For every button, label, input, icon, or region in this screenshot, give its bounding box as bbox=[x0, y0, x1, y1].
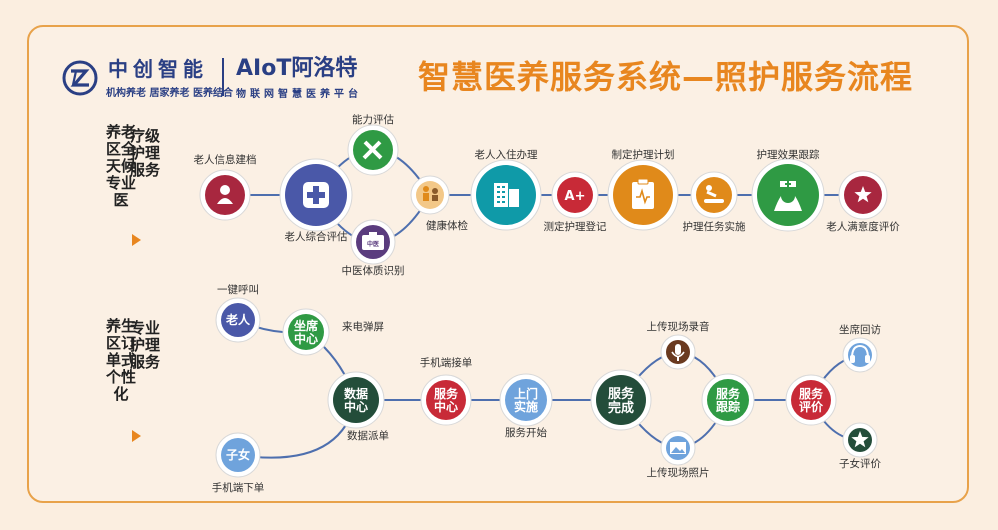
star-icon bbox=[851, 431, 869, 448]
flow1-label-n10: 护理效果跟踪 bbox=[757, 148, 820, 161]
flow2-node-m12: 坐席回访 bbox=[839, 323, 881, 373]
section1-label-col-a: 疗级护理服务 bbox=[129, 127, 160, 179]
building-icon bbox=[494, 183, 519, 207]
star-icon bbox=[854, 186, 872, 203]
flow2-label-m8: 上传现场录音 bbox=[647, 320, 710, 333]
user-icon bbox=[217, 185, 233, 204]
flow1-node-n7: A+ 测定护理登记 bbox=[544, 171, 607, 233]
flow1-label-n11: 老人满意度评价 bbox=[826, 220, 900, 233]
flow2-node-text-m5: 服务中心 bbox=[434, 386, 459, 414]
flow1-label-n6: 老人入住办理 bbox=[475, 148, 538, 161]
clipboard-icon bbox=[632, 178, 654, 209]
flow2-node-m10: 服务跟踪 bbox=[701, 373, 755, 427]
section2-label-col-a: 专业护理服务 bbox=[129, 319, 160, 371]
flow2-node-m11: 服务评价 bbox=[785, 374, 837, 426]
flow2-label-m5: 手机端接单 bbox=[420, 356, 473, 369]
flow1-label-n9: 护理任务实施 bbox=[683, 220, 746, 233]
flow1-node-n5: 健康体检 bbox=[410, 175, 468, 232]
flow2-node-m9: 上传现场照片 bbox=[647, 430, 710, 479]
flow2-label-m1: 一键呼叫 bbox=[217, 283, 259, 296]
flow2-label-m6: 服务开始 bbox=[505, 426, 547, 439]
flow1-label-n8: 制定护理计划 bbox=[612, 148, 675, 161]
flow1-node-n6: 老人入住办理 bbox=[470, 148, 542, 231]
svg-text:A+: A+ bbox=[565, 189, 586, 204]
photo-icon bbox=[670, 442, 686, 454]
flow1-node-n11: 老人满意度评价 bbox=[826, 170, 900, 233]
flow1-label-n4: 中医体质识别 bbox=[342, 264, 405, 277]
flow2-node-text-m6: 上门实施 bbox=[514, 386, 538, 414]
section1-label-col-b: 养老区全天候专业医 bbox=[105, 123, 136, 209]
flow2-node-text-m1: 老人 bbox=[226, 312, 251, 327]
flow1-node-n10: 护理效果跟踪 bbox=[751, 148, 825, 232]
flow2-node-m7: 服务完成 bbox=[590, 369, 652, 431]
flow2-label-m12: 坐席回访 bbox=[839, 323, 881, 336]
aiot-logo: AIoT阿洛特 bbox=[236, 56, 358, 81]
flow1-node-n3: 能力评估 bbox=[347, 113, 399, 176]
flow2-node-m13: 子女评价 bbox=[839, 422, 881, 470]
flow2-node-text-m2: 坐席中心 bbox=[294, 318, 318, 346]
brand-name: 中创智能 bbox=[108, 57, 208, 81]
grade-a-plus-icon: A+ bbox=[565, 189, 586, 204]
flow2-node-text-m11: 服务评价 bbox=[799, 386, 824, 414]
brand-slogan: 机构养老 居家养老 医养结合 bbox=[106, 88, 233, 99]
microphone-icon bbox=[671, 344, 685, 361]
logo-divider bbox=[222, 58, 224, 96]
nurse-icon bbox=[774, 181, 802, 211]
flow1-node-n1: 老人信息建档 bbox=[194, 153, 257, 221]
flow2-node-m2: 坐席中心 来电弹屏 bbox=[282, 308, 384, 356]
flow2-node-text-m4: 数据中心 bbox=[344, 386, 368, 414]
flow1-label-n3: 能力评估 bbox=[352, 113, 394, 126]
zhongchuang-logo-icon bbox=[62, 60, 98, 96]
flow2-node-m8: 上传现场录音 bbox=[647, 320, 710, 370]
flow1-node-n2: 老人综合评估 bbox=[279, 158, 353, 243]
pencil-ruler-icon bbox=[362, 140, 383, 160]
cpr-icon bbox=[704, 185, 724, 203]
flow2-label-m3: 手机端下单 bbox=[212, 481, 265, 494]
flow2-node-text-m3: 子女 bbox=[226, 447, 250, 462]
section1-arrow-icon bbox=[132, 234, 141, 246]
doctor-patient-icon bbox=[423, 186, 438, 201]
flow1-label-n1: 老人信息建档 bbox=[194, 153, 257, 166]
flow1-node-n8: 制定护理计划 bbox=[607, 148, 679, 231]
headset-icon bbox=[850, 344, 870, 363]
flow1-label-n5: 健康体检 bbox=[426, 219, 468, 232]
flow1-label-n2: 老人综合评估 bbox=[285, 230, 348, 243]
flow2-node-text-m7: 服务完成 bbox=[608, 386, 635, 416]
svg-text:中医: 中医 bbox=[367, 240, 379, 248]
section2-label-col-b: 养生区订单式个性化 bbox=[105, 317, 136, 403]
flow2-label-m2: 来电弹屏 bbox=[342, 320, 384, 333]
flow2-label-m9: 上传现场照片 bbox=[647, 466, 710, 479]
medical-cross-icon bbox=[303, 182, 329, 208]
tcm-kit-icon: 中医 bbox=[362, 232, 384, 250]
page-title: 智慧医养服务系统—照护服务流程 bbox=[418, 58, 914, 96]
flow2-label-m4: 数据派单 bbox=[347, 429, 389, 442]
section2-arrow-icon bbox=[132, 430, 141, 442]
flow2-node-text-m10: 服务跟踪 bbox=[716, 386, 741, 414]
flow2-label-m13: 子女评价 bbox=[839, 457, 881, 470]
flow1-node-n9: 护理任务实施 bbox=[683, 171, 746, 233]
aiot-slogan: 物联网智慧医养平台 bbox=[236, 89, 362, 100]
flow1-label-n7: 测定护理登记 bbox=[544, 220, 607, 233]
